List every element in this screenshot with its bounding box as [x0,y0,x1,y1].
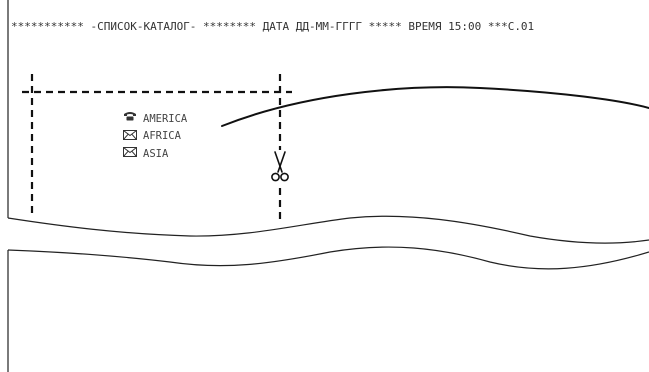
report-header: *********** -СПИСОК-КАТАЛОГ- ******** ДА… [11,20,534,33]
swoosh-curve [221,86,649,127]
region-label: AFRICA [143,130,182,142]
list-item-asia: ASIA [123,147,169,160]
scissors-icon [271,151,289,182]
region-label: ASIA [143,148,169,160]
region-list: AMERICA AFRICA ASIA [123,112,188,160]
envelope-icon [123,147,137,157]
upper-sheet-torn-edge [7,215,649,244]
region-label: AMERICA [143,113,188,125]
telephone-icon [124,112,136,121]
envelope-icon [123,130,137,140]
list-item-america: AMERICA [124,112,188,125]
lower-sheet-torn-edge [7,246,649,270]
list-item-africa: AFRICA [123,130,182,142]
